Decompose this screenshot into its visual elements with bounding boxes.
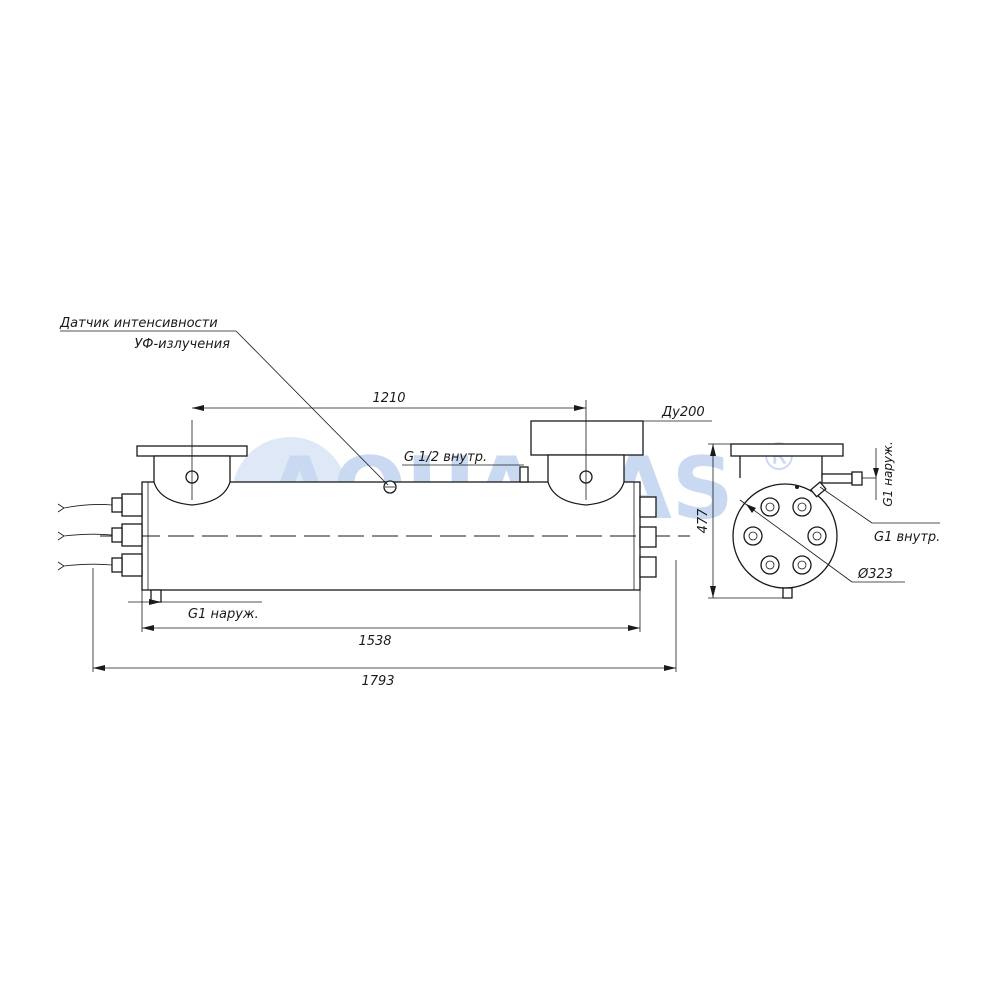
dim-1538-arrow-right: [628, 625, 640, 631]
lamp-connector-3: [121, 553, 143, 577]
dim-1210-arrow-left: [192, 405, 204, 411]
sensor-label-line2: УФ-излучения: [134, 337, 230, 352]
lamp-cap-3: [639, 556, 657, 578]
side-callouts: Датчик интенсивности УФ-излучения G 1/2 …: [59, 316, 712, 622]
dim-1538-text: 1538: [358, 634, 391, 649]
lamp-socket-icon-2: [792, 497, 812, 517]
lamp-socket-inner-2: [797, 502, 807, 512]
port-g1-side-arrow: [873, 468, 879, 478]
port-g1-inner-label: G1 внутр.: [874, 530, 940, 545]
port-g12-label: G 1/2 внутр.: [404, 450, 487, 465]
end-side-pipe: [821, 473, 853, 484]
flange-left: [136, 420, 248, 506]
port-g1-bottom-label: G1 наруж.: [188, 607, 259, 622]
lamp-connector-2: [121, 523, 143, 547]
end-dimensions: 477 Ø323 G1 внутр. G1 наруж.: [696, 441, 940, 599]
lamp-socket-inner-4: [812, 531, 822, 541]
side-view: [57, 400, 690, 603]
dim-1793-arrow-left: [93, 665, 105, 671]
port-g1-bottom-arrow: [149, 599, 161, 605]
dim-477-arrow-top: [710, 444, 716, 456]
lamp-cap-2: [639, 526, 657, 548]
lamp-socket-inner-5: [765, 560, 775, 570]
end-view: [730, 443, 863, 599]
dim-1793-arrow-right: [664, 665, 676, 671]
port-g1-inner-leader: [819, 486, 873, 524]
lamp-socket-icon-4: [807, 526, 827, 546]
lamp-gland-1: [111, 497, 123, 513]
lamp-socket-icon-3: [743, 526, 763, 546]
port-g1-side-label: G1 наруж.: [881, 441, 895, 506]
dim-1538-arrow-left: [142, 625, 154, 631]
watermark-registered-mark: ®: [760, 435, 798, 479]
dim-diameter-text: Ø323: [857, 567, 893, 582]
dim-477-arrow-bottom: [710, 586, 716, 598]
lamp-cable-1: [63, 504, 113, 509]
sensor-label-line1: Датчик интенсивности: [59, 316, 218, 331]
dim-1793-text: 1793: [361, 674, 394, 689]
end-side-pipe-thread: [851, 471, 863, 486]
flange-right: [530, 400, 644, 506]
sensor-leader: [235, 330, 389, 486]
lamp-cable-2: [63, 533, 113, 537]
side-dimensions: 1210 1538 1793: [92, 391, 677, 689]
port-g12-fitting: [519, 466, 529, 483]
end-g1-inner-fitting: [809, 481, 827, 498]
flange-right-plate: [530, 420, 644, 456]
dim-diameter-arrow: [746, 504, 756, 513]
flange-dn-label: Ду200: [661, 405, 705, 420]
lamp-socket-inner-3: [748, 531, 758, 541]
lamp-cable-3: [63, 563, 113, 567]
lamp-socket-inner-6: [797, 560, 807, 570]
lamp-connectors-right: [639, 496, 657, 578]
lamp-connector-1: [121, 493, 143, 517]
dim-diameter-line: [739, 499, 853, 583]
end-drain-fitting: [782, 587, 793, 599]
end-flange-plate: [730, 443, 844, 457]
lamp-gland-3: [111, 557, 123, 573]
end-circle-body: [732, 483, 838, 589]
lamp-socket-icon-1: [760, 497, 780, 517]
lamp-socket-icon-5: [760, 555, 780, 575]
lamp-cap-1: [639, 496, 657, 518]
end-sensor-dot: [795, 485, 799, 489]
lamp-socket-icon-6: [792, 555, 812, 575]
lamp-cable-end-3: [57, 561, 65, 571]
lamp-cable-end-1: [57, 503, 65, 513]
lamp-connectors-left: [57, 493, 143, 577]
dim-1210-arrow-right: [574, 405, 586, 411]
lamp-cable-end-2: [57, 531, 65, 541]
lamp-socket-inner-1: [765, 502, 775, 512]
lamp-gland-2: [111, 527, 123, 543]
dim-477-text: 477: [696, 508, 711, 534]
end-lamp-sockets: [743, 497, 827, 575]
dim-1210-text: 1210: [372, 391, 405, 406]
